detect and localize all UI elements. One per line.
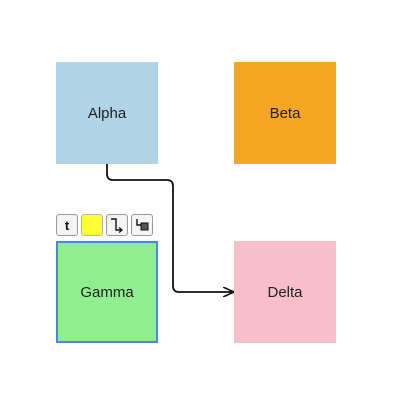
node-context-toolbar: t xyxy=(56,214,153,238)
arrange-icon[interactable] xyxy=(131,214,153,236)
node-delta[interactable]: Delta xyxy=(234,241,336,343)
fill-color-icon[interactable] xyxy=(81,214,103,236)
node-alpha-label: Alpha xyxy=(87,104,127,122)
arrange-glyph xyxy=(136,219,149,231)
node-alpha[interactable]: Alpha xyxy=(56,62,158,164)
node-delta-label: Delta xyxy=(267,283,303,301)
node-beta-label: Beta xyxy=(269,104,301,122)
connector-icon[interactable] xyxy=(106,214,128,236)
node-gamma-label: Gamma xyxy=(80,283,134,301)
text-button-label: t xyxy=(64,217,70,233)
text-icon[interactable]: t xyxy=(56,214,78,236)
node-beta[interactable]: Beta xyxy=(234,62,336,164)
node-gamma[interactable]: Gamma xyxy=(56,241,158,343)
connector-glyph xyxy=(111,218,124,233)
